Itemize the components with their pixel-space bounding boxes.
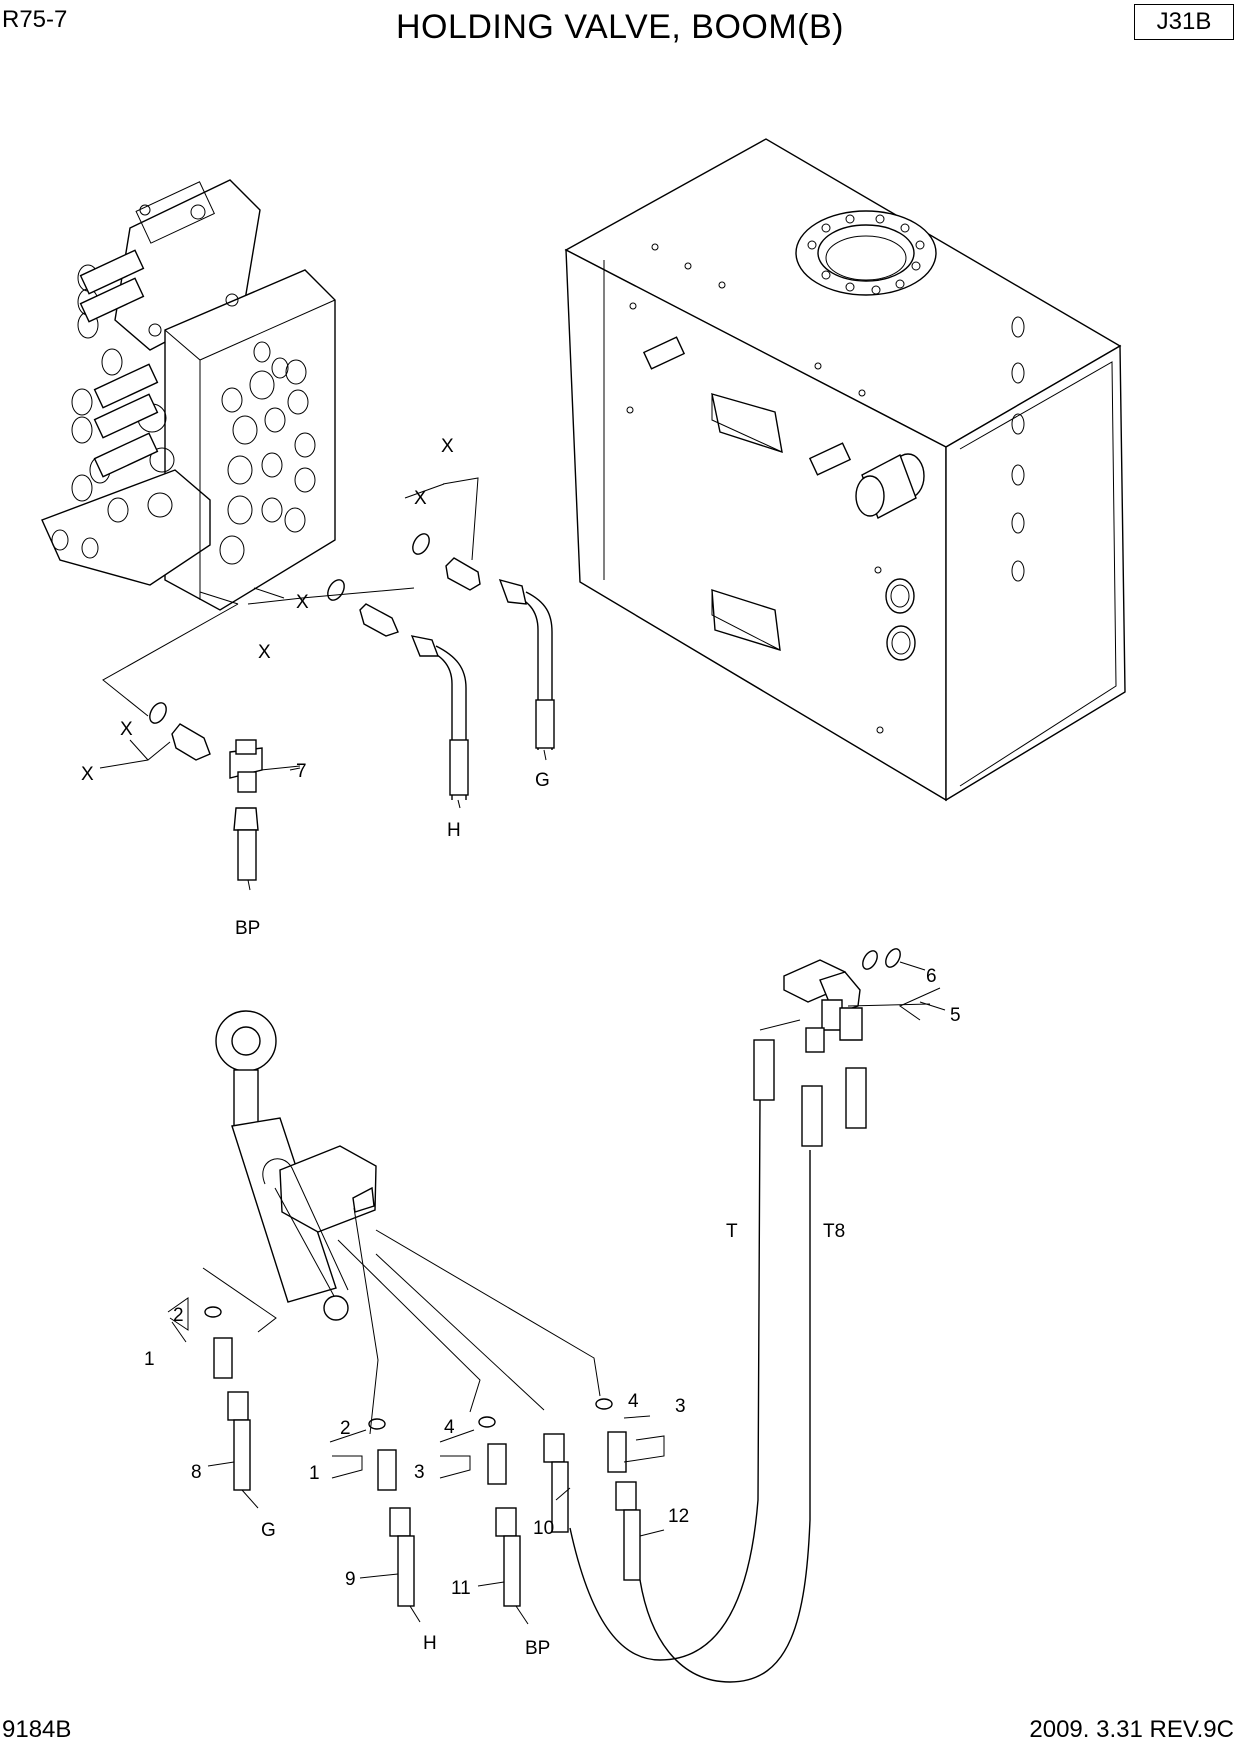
callout-x-4: X bbox=[258, 642, 271, 663]
callout-3-b: 3 bbox=[414, 1462, 425, 1483]
leader-lines bbox=[207, 749, 946, 1625]
bottom-fittings bbox=[167, 1099, 811, 1683]
callout-11: 11 bbox=[451, 1578, 471, 1599]
callout-4-b: 4 bbox=[444, 1417, 455, 1438]
callout-bp-bottom: BP bbox=[525, 1638, 550, 1659]
callout-2-a: 2 bbox=[173, 1305, 184, 1326]
callout-g-top: G bbox=[535, 770, 550, 791]
top-fittings bbox=[99, 477, 555, 881]
callout-t: T bbox=[726, 1221, 738, 1242]
callout-1-b: 1 bbox=[309, 1463, 320, 1484]
manifold-block bbox=[753, 948, 941, 1147]
callout-x-1: X bbox=[441, 436, 454, 457]
revision-date: 2009. 3.31 REV.9C bbox=[1029, 1716, 1234, 1743]
callout-7: 7 bbox=[296, 761, 307, 782]
callout-x-5: X bbox=[120, 719, 133, 740]
callout-x-2: X bbox=[414, 488, 427, 509]
callout-4-c: 4 bbox=[628, 1391, 639, 1412]
callout-x-3: X bbox=[296, 592, 309, 613]
main-control-valve bbox=[41, 179, 336, 717]
callout-5: 5 bbox=[950, 1005, 961, 1026]
hydraulic-tank bbox=[564, 138, 1126, 802]
callout-bp-top: BP bbox=[235, 918, 260, 939]
callout-1-a: 1 bbox=[144, 1349, 155, 1370]
page-code-box: J31B bbox=[1134, 4, 1234, 40]
callout-t8: T8 bbox=[823, 1221, 845, 1242]
model-number: R75-7 bbox=[2, 6, 68, 33]
callout-6: 6 bbox=[926, 966, 937, 987]
callout-3-c: 3 bbox=[675, 1396, 686, 1417]
callout-9: 9 bbox=[345, 1569, 356, 1590]
callout-h-top: H bbox=[447, 820, 461, 841]
callout-g-bottom: G bbox=[261, 1520, 276, 1541]
callout-h-bottom: H bbox=[423, 1633, 437, 1654]
page-title: HOLDING VALVE, BOOM(B) bbox=[395, 8, 845, 46]
callout-x-6: X bbox=[81, 764, 94, 785]
callout-10: 10 bbox=[533, 1518, 554, 1539]
callout-2-b: 2 bbox=[340, 1418, 351, 1439]
callout-12: 12 bbox=[668, 1506, 689, 1527]
callout-8: 8 bbox=[191, 1462, 202, 1483]
boom-cylinder bbox=[215, 1010, 377, 1321]
drawing-number: 9184B bbox=[2, 1716, 72, 1743]
